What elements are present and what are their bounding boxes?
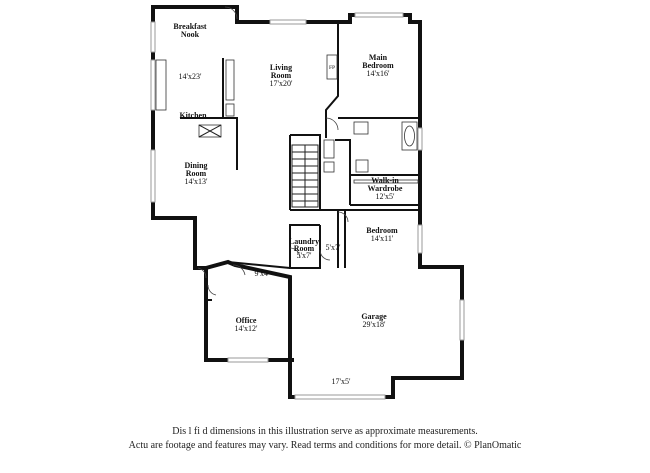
closet-size: 5'x7': [326, 243, 341, 252]
interior-walls: [180, 22, 420, 301]
windows: [150, 12, 465, 400]
breakfast-nook-label-1: Breakfast: [173, 22, 207, 31]
breakfast-nook-label-2: Nook: [181, 30, 200, 39]
walk-in-wardrobe-label-1: Walk-in: [371, 176, 399, 185]
garage-door-size: 17'x5': [332, 377, 351, 386]
fireplace-label: FP: [329, 65, 335, 71]
disclaimer-line-1: Dis l fi d dimensions in this illustrati…: [172, 426, 478, 437]
kitchen-size: 14'x23': [179, 72, 202, 81]
main-bedroom-size: 14'x16': [367, 69, 390, 78]
exterior-walls: [151, 5, 464, 399]
dining-room-size: 14'x13': [185, 177, 208, 186]
room-labels: Breakfast Nook 14'x23' Kitchen Living Ro…: [173, 22, 403, 386]
garage-size: 29'x18': [363, 320, 386, 329]
floor-plan: FP Breakfast Nook 14'x23' Kitchen Living…: [150, 5, 465, 400]
dining-room-label-2: Room: [186, 169, 207, 178]
laundry-room-size: 5'x7': [297, 251, 312, 260]
bedroom-size: 14'x11': [371, 234, 394, 243]
office-label: Office: [236, 316, 257, 325]
bathroom-fixtures: [323, 121, 419, 184]
dining-room-label-1: Dining: [184, 161, 207, 170]
walk-in-wardrobe-size: 12'x5': [376, 192, 395, 201]
laundry-room-label-2: Room: [294, 244, 315, 253]
kitchen-label: Kitchen: [179, 111, 207, 120]
walk-in-wardrobe-label-2: Wardrobe: [368, 184, 403, 193]
disclaimer-line-2: Actu are footage and features may vary. …: [128, 440, 522, 451]
disclaimer: Dis l fi d dimensions in this illustrati…: [0, 425, 650, 453]
living-room-size: 17'x20': [270, 79, 293, 88]
living-room-label-2: Room: [271, 71, 292, 80]
main-bedroom-label-1: Main: [369, 53, 388, 62]
kitchen-fixtures: [155, 59, 235, 138]
staircase: [291, 144, 319, 208]
door-swings: [197, 6, 349, 296]
office-size: 14'x12': [235, 324, 258, 333]
bedroom-label: Bedroom: [366, 226, 398, 235]
living-room-label-1: Living: [270, 63, 292, 72]
garage-label: Garage: [361, 312, 387, 321]
main-bedroom-label-2: Bedroom: [362, 61, 394, 70]
fireplace: FP: [326, 54, 338, 80]
laundry-room-label-1: Laundry: [289, 237, 319, 246]
hall-size: 9'x4': [255, 269, 270, 278]
